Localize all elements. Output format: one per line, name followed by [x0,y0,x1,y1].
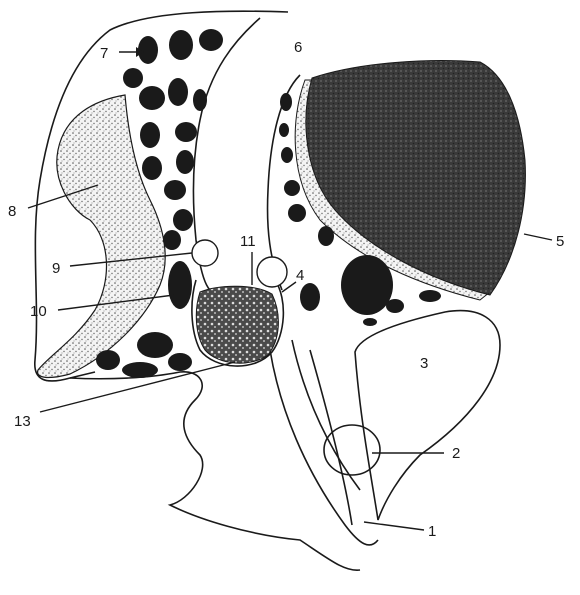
leader-4 [282,282,296,292]
blob [288,204,306,222]
dark-mass-5 [306,61,525,295]
leader-5 [524,234,552,240]
blob [173,209,193,231]
label-5: 5 [556,233,564,250]
region-3-outline [355,311,500,520]
blob [142,156,162,180]
blob [139,86,165,110]
blob [279,123,289,137]
label-7: 7 [100,45,108,62]
blob [199,29,223,51]
mottled-central-body [196,286,278,363]
blob [122,362,158,378]
label-8: 8 [8,203,16,220]
leader-1 [364,522,424,530]
blob [386,299,404,313]
label-9: 9 [52,260,60,277]
blob [419,290,441,302]
label-3: 3 [420,355,428,372]
blob [176,150,194,174]
blob [318,226,334,246]
structure-9 [192,240,218,266]
blob [164,180,186,200]
blob [284,180,300,196]
blob [138,36,158,64]
blob [193,89,207,111]
blob [341,255,393,315]
label-4: 4 [296,267,304,284]
blob [123,68,143,88]
blob [168,261,192,309]
label-11: 11 [240,233,256,250]
oblique-band [270,340,378,545]
blob [140,122,160,148]
blob [168,78,188,106]
blob [163,230,181,250]
blob [363,318,377,326]
label-13: 13 [14,413,31,430]
blob [168,353,192,371]
blob [169,30,193,60]
lower-contour [70,372,360,570]
blob [175,122,197,142]
label-10: 10 [30,303,47,320]
label-1: 1 [428,523,436,540]
blob [137,332,173,358]
blob [281,147,293,163]
blob [96,350,120,370]
structure-11 [257,257,287,287]
label-2: 2 [452,445,460,462]
blob [280,93,292,111]
label-6: 6 [294,39,302,56]
lower-extension [310,350,352,525]
blob [300,283,320,311]
